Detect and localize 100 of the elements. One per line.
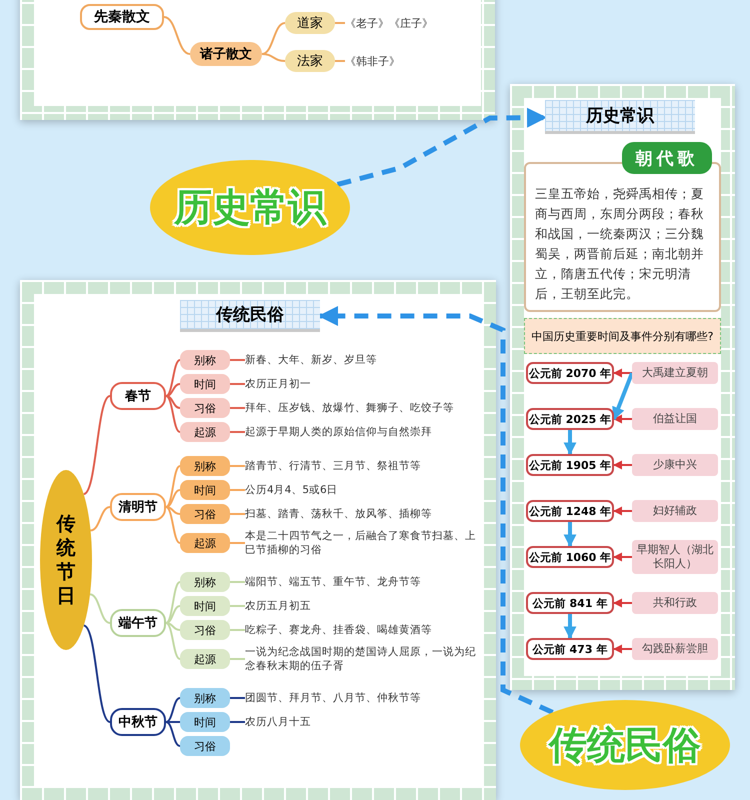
event-box: 大禹建立夏朝 [632, 362, 718, 384]
branch-line [83, 395, 111, 495]
event-box: 少康中兴 [632, 454, 718, 476]
branch-line [230, 465, 245, 467]
aspect-pill: 起源 [180, 533, 230, 553]
branch-line [230, 581, 245, 583]
description-text: 起源于早期人类的原始信仰与自然崇拜 [245, 422, 480, 442]
aspect-pill: 别称 [180, 688, 230, 708]
branch-line [166, 506, 180, 515]
branch-line [166, 622, 180, 660]
branch-line [230, 383, 245, 385]
title-badge: 历史常识 [545, 100, 695, 134]
description-text: 端阳节、端五节、重午节、龙舟节等 [245, 572, 480, 592]
aspect-pill: 起源 [180, 422, 230, 442]
aspect-pill: 习俗 [180, 398, 230, 418]
category-pill: 道家 [285, 12, 335, 34]
arrow [613, 598, 632, 608]
topic-node: 先秦散文 [80, 4, 164, 30]
branch-line [166, 395, 180, 409]
branch-line [166, 605, 180, 624]
branch-line [335, 60, 345, 62]
festival-node: 清明节 [110, 493, 166, 521]
branch-line [230, 697, 245, 699]
branch-line [164, 16, 190, 55]
branch-line [90, 593, 110, 624]
arrow [613, 506, 632, 516]
event-box: 共和行政 [632, 592, 718, 614]
branch-line [262, 22, 286, 55]
branch-line [166, 489, 180, 508]
aspect-pill: 时间 [180, 480, 230, 500]
branch-line [230, 489, 245, 491]
festival-node: 春节 [110, 382, 166, 410]
arrow [564, 522, 576, 548]
date-box: 公元前 1905 年 [526, 454, 614, 476]
event-box: 勾践卧薪尝胆 [632, 638, 718, 660]
branch-line [166, 465, 180, 508]
aspect-pill: 时间 [180, 596, 230, 616]
arrow [564, 614, 576, 640]
branch-line [230, 431, 245, 433]
aspect-pill: 别称 [180, 456, 230, 476]
event-box: 伯益让国 [632, 408, 718, 430]
branch-line [166, 506, 180, 544]
title-badge: 传统民俗 [180, 300, 320, 332]
branch-line [230, 629, 245, 631]
date-box: 公元前 1060 年 [526, 546, 614, 568]
dashed-arrow [336, 108, 547, 187]
arrow [612, 372, 634, 420]
branch-line [166, 622, 180, 631]
branch-line [262, 53, 286, 62]
branch-line [230, 721, 245, 723]
description-text: 团圆节、拜月节、八月节、仲秋节等 [245, 688, 480, 708]
aspect-pill: 起源 [180, 649, 230, 669]
highlight-oval: 历史常识 [150, 160, 350, 255]
aspect-pill: 习俗 [180, 504, 230, 524]
aspect-pill: 别称 [180, 350, 230, 370]
speech-bubble: 朝代歌 [622, 142, 712, 174]
dashed-arrow [318, 306, 554, 715]
arrow [613, 644, 632, 654]
aspect-pill: 别称 [180, 572, 230, 592]
description-text: 一说为纪念战国时期的楚国诗人屈原，一说为纪念春秋末期的伍子胥 [245, 644, 480, 674]
arrow [613, 552, 632, 562]
date-box: 公元前 1248 年 [526, 500, 614, 522]
book-title: 《韩非子》 [345, 51, 429, 71]
date-box: 公元前 2025 年 [526, 408, 614, 430]
branch-line [230, 359, 245, 361]
description-text: 扫墓、踏青、荡秋千、放风筝、插柳等 [245, 504, 480, 524]
branch-line [166, 395, 180, 433]
branch-line [166, 721, 180, 747]
event-box: 妇好辅政 [632, 500, 718, 522]
branch-line [166, 697, 180, 723]
date-box: 公元前 2070 年 [526, 362, 614, 384]
branch-line [166, 581, 180, 624]
description-text: 踏青节、行清节、三月节、祭祖节等 [245, 456, 480, 476]
branch-line [230, 407, 245, 409]
arrow [613, 368, 632, 378]
arrow [613, 460, 632, 470]
book-page [20, 280, 496, 800]
arrow [613, 414, 632, 424]
question-banner: 中国历史重要时间及事件分别有哪些? [524, 318, 721, 354]
description-text: 公历4月4、5或6日 [245, 480, 480, 500]
description-text: 本是二十四节气之一，后融合了寒食节扫墓、上巳节插柳的习俗 [245, 528, 480, 558]
date-box: 公元前 473 年 [526, 638, 614, 660]
topic-node: 诸子散文 [190, 42, 262, 66]
branch-line [166, 359, 180, 397]
branch-line [230, 542, 245, 544]
description-text: 农历五月初五 [245, 596, 480, 616]
aspect-pill: 时间 [180, 712, 230, 732]
arrow [564, 430, 576, 456]
branch-line [83, 624, 111, 723]
aspect-pill: 时间 [180, 374, 230, 394]
description-text: 吃粽子、赛龙舟、挂香袋、喝雄黄酒等 [245, 620, 480, 640]
branch-line [166, 383, 180, 397]
book-page [20, 0, 495, 120]
aspect-pill: 习俗 [180, 620, 230, 640]
date-box: 公元前 841 年 [526, 592, 614, 614]
description-text: 新春、大年、新岁、岁旦等 [245, 350, 480, 370]
festival-node: 中秋节 [110, 708, 166, 736]
description-text: 农历正月初一 [245, 374, 480, 394]
description-text: 农历八月十五 [245, 712, 480, 732]
festival-node: 端午节 [110, 609, 166, 637]
